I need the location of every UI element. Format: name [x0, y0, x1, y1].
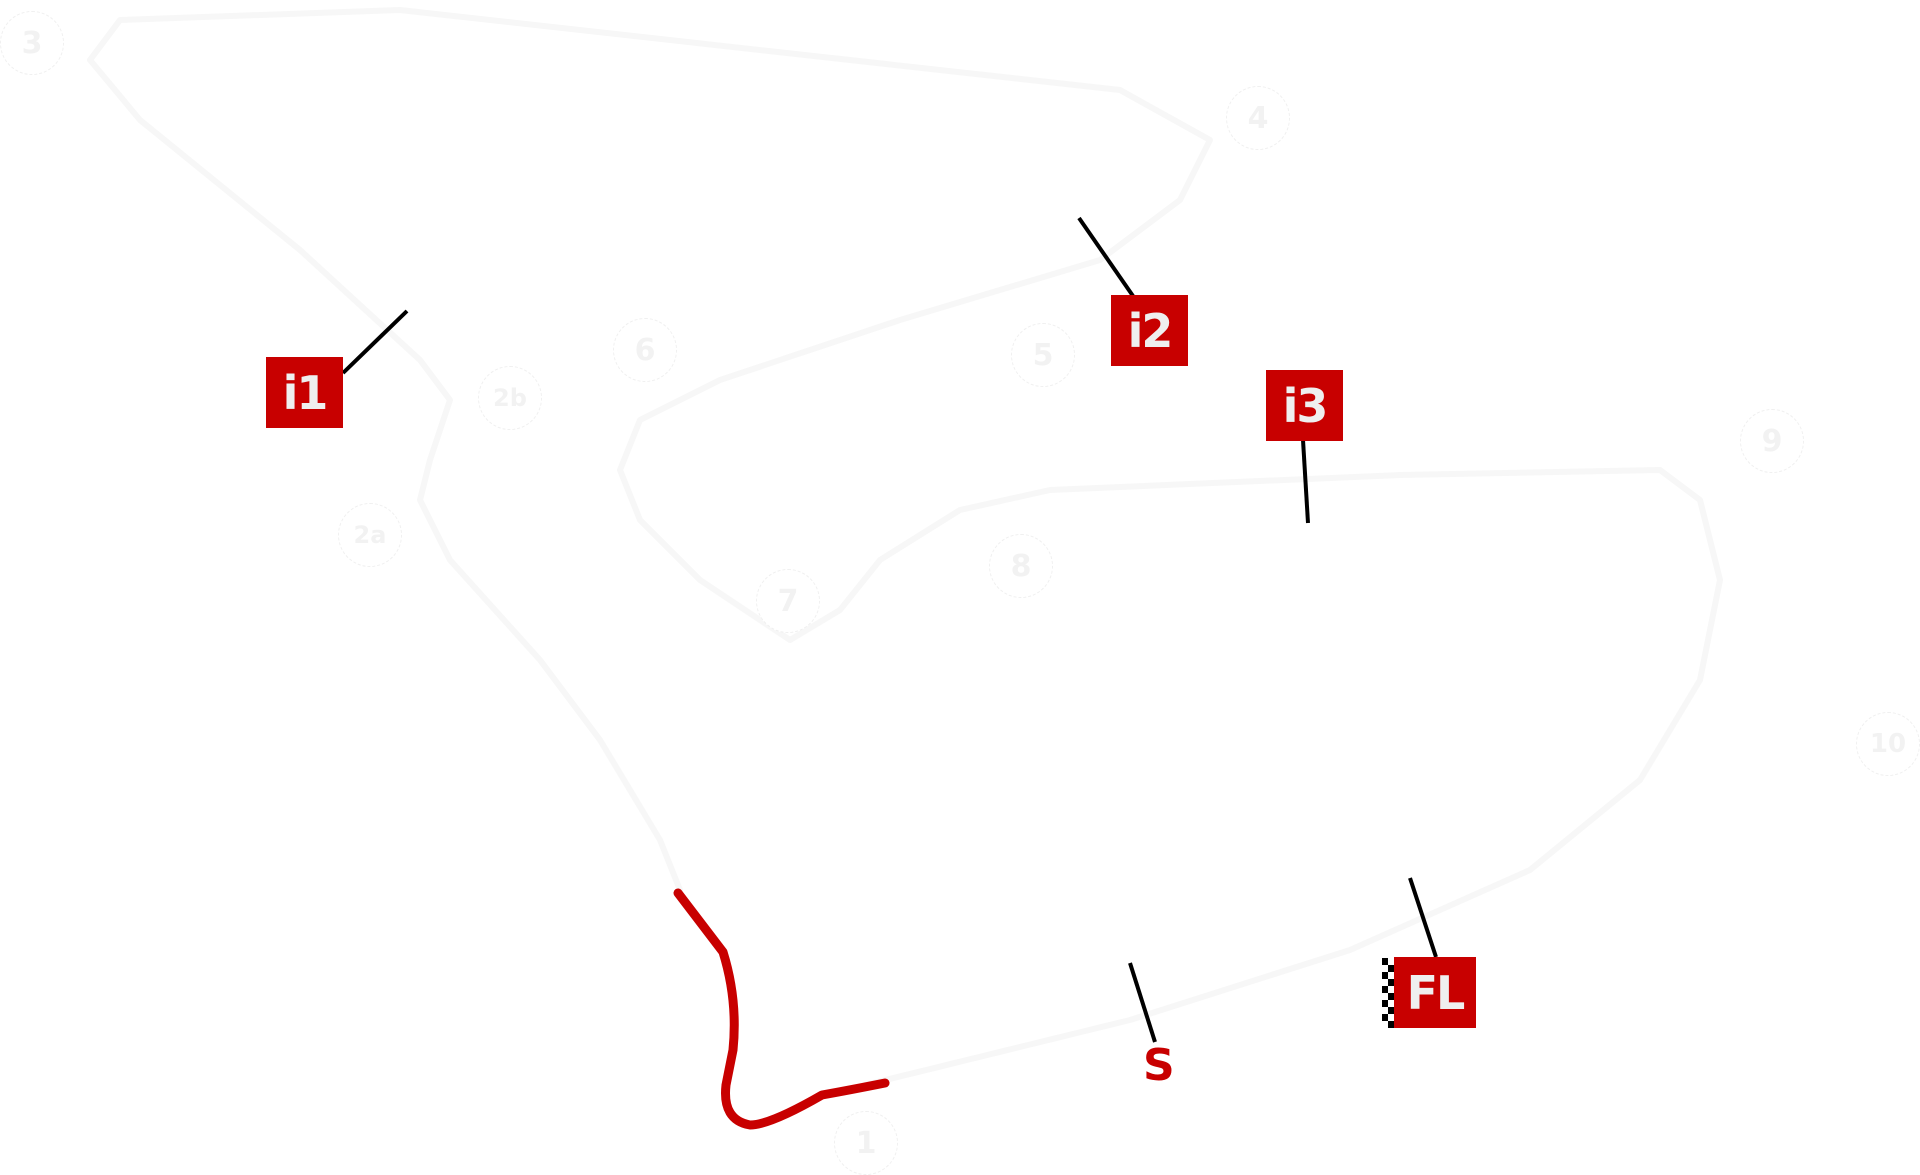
- i2-pointer: [1077, 216, 1135, 298]
- corner-marker-2b: 2b: [478, 366, 542, 430]
- corner-marker-4: 4: [1226, 86, 1290, 150]
- start-label: S: [1143, 1040, 1175, 1091]
- corner-marker-1: 1: [834, 1111, 898, 1175]
- corner-marker-9: 9: [1740, 409, 1804, 473]
- corner-marker-7: 7: [756, 569, 820, 633]
- i1-pointer: [341, 309, 409, 375]
- corner-marker-5: 5: [1011, 323, 1075, 387]
- sector-i1-label: i1: [266, 357, 343, 428]
- checkered-flag-icon: [1382, 958, 1394, 1028]
- i3-pointer: [1301, 439, 1310, 524]
- corner-marker-3: 3: [0, 11, 64, 75]
- track-outline: [87, 7, 1723, 1088]
- start-pointer: [1128, 962, 1157, 1043]
- corner-marker-10: 10: [1856, 712, 1920, 776]
- corner-marker-8: 8: [989, 534, 1053, 598]
- sector-i3-label: i3: [1266, 370, 1343, 441]
- corner-marker-2a: 2a: [338, 503, 402, 567]
- highlighted-track-section: [673, 888, 890, 1130]
- corner-marker-6: 6: [613, 318, 677, 382]
- fl-pointer: [1408, 877, 1438, 958]
- sector-i2-label: i2: [1111, 295, 1188, 366]
- finish-line-label: FL: [1394, 957, 1476, 1028]
